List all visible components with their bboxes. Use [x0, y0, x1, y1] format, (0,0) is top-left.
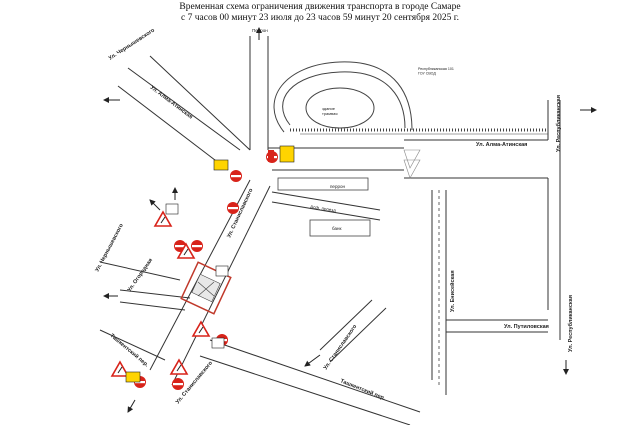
- page-title: Временная схема ограничения движения тра…: [0, 2, 640, 24]
- street-labels: Ул. Чернышевского Ул. Алма-Атинская Ул. …: [94, 27, 574, 405]
- tram-loop-outer: [282, 71, 406, 129]
- detour-sign-2: [279, 145, 295, 163]
- road-alma-atinskaya-diag-lower: [117, 85, 229, 171]
- label-respublikanskaya-bottom: Ул. Республиканская: [567, 295, 574, 352]
- no-entry-sign-6: [172, 378, 184, 390]
- tram-loop-outer2: [273, 61, 413, 133]
- road-tashkentskiy-bottom-a: [209, 339, 421, 413]
- roadworks-sign-1: [153, 210, 173, 227]
- road-signs: [110, 145, 295, 390]
- road-alma-atinskaya-diag-upper: [127, 67, 241, 151]
- title-line-1: Временная схема ограничения движения тра…: [179, 2, 461, 12]
- label-alma-atinskaya-right: Ул. Алма-Атинская: [476, 142, 527, 148]
- detour-sign-1: [213, 159, 229, 171]
- road-tashkentskiy-left: [99, 329, 166, 361]
- label-ogorodnaya: Ул. Огородная: [127, 258, 154, 294]
- no-entry-sign-7: [191, 240, 203, 252]
- stop-marker: [268, 150, 274, 162]
- road-asf-proezd-lower: [271, 201, 381, 221]
- road-stanislavskogo-right: [171, 185, 271, 386]
- detour-sign-4: [165, 203, 179, 215]
- road-tashkentskiy-bottom-b: [199, 355, 411, 425]
- label-putilovskaya: Ул. Путиловская: [504, 324, 549, 330]
- label-tashkentskiy-bottom: Ташкентский пер.: [339, 377, 387, 402]
- detour-sign-3: [125, 371, 141, 383]
- roadworks-sign-2: [176, 242, 196, 259]
- road-ogorodnaya-lower: [119, 301, 186, 311]
- road-asf-proezd-upper: [271, 191, 381, 211]
- label-perron-small: перрон: [330, 184, 345, 189]
- no-entry-sign-2: [227, 202, 239, 214]
- roadworks-sign-5: [110, 360, 130, 377]
- label-chernyshevskogo-left: Ул. Чернышевского: [94, 222, 125, 273]
- direction-arrows: [103, 27, 597, 413]
- roadworks-sign-4: [169, 358, 189, 375]
- tram-loop-inner: [305, 87, 375, 129]
- label-chernyshevskogo-top: Ул. Чернышевского: [108, 27, 157, 62]
- label-perron-top: Перрон: [252, 28, 268, 33]
- label-eniseyskaya: Ул. Енисейская: [449, 270, 456, 312]
- road-chernyshevskogo-left-upper: [99, 261, 181, 281]
- bank-building: [309, 219, 371, 237]
- detour-sign-6: [211, 337, 225, 349]
- perron-platform: [277, 177, 369, 191]
- road-ogorodnaya-upper: [119, 289, 191, 299]
- road-chernyshevskogo-top: [149, 55, 251, 151]
- roadworks-sign-3: [191, 320, 211, 337]
- hatched-islands: [403, 149, 421, 179]
- label-asf-proezd: Асф. проезд: [310, 204, 337, 213]
- roads: [99, 36, 561, 425]
- arrow-up-left: [149, 199, 161, 211]
- tram-loop: [273, 61, 548, 135]
- no-entry-sign-1: [230, 170, 242, 182]
- work-zone: [180, 261, 232, 315]
- label-respublikanskaya-top: Ул. Республиканская: [555, 95, 562, 152]
- arrow-down-left: [127, 399, 136, 413]
- detour-sign-5: [215, 265, 229, 277]
- arrow-ul-stan: [304, 354, 321, 367]
- road-stanislavskogo-bottom-b: [329, 307, 387, 363]
- label-bank: банк: [332, 226, 341, 231]
- road-stanislavskogo-bottom-a: [319, 299, 373, 351]
- title-line-2: с 7 часов 00 минут 23 июля до 23 часов 5…: [181, 13, 459, 23]
